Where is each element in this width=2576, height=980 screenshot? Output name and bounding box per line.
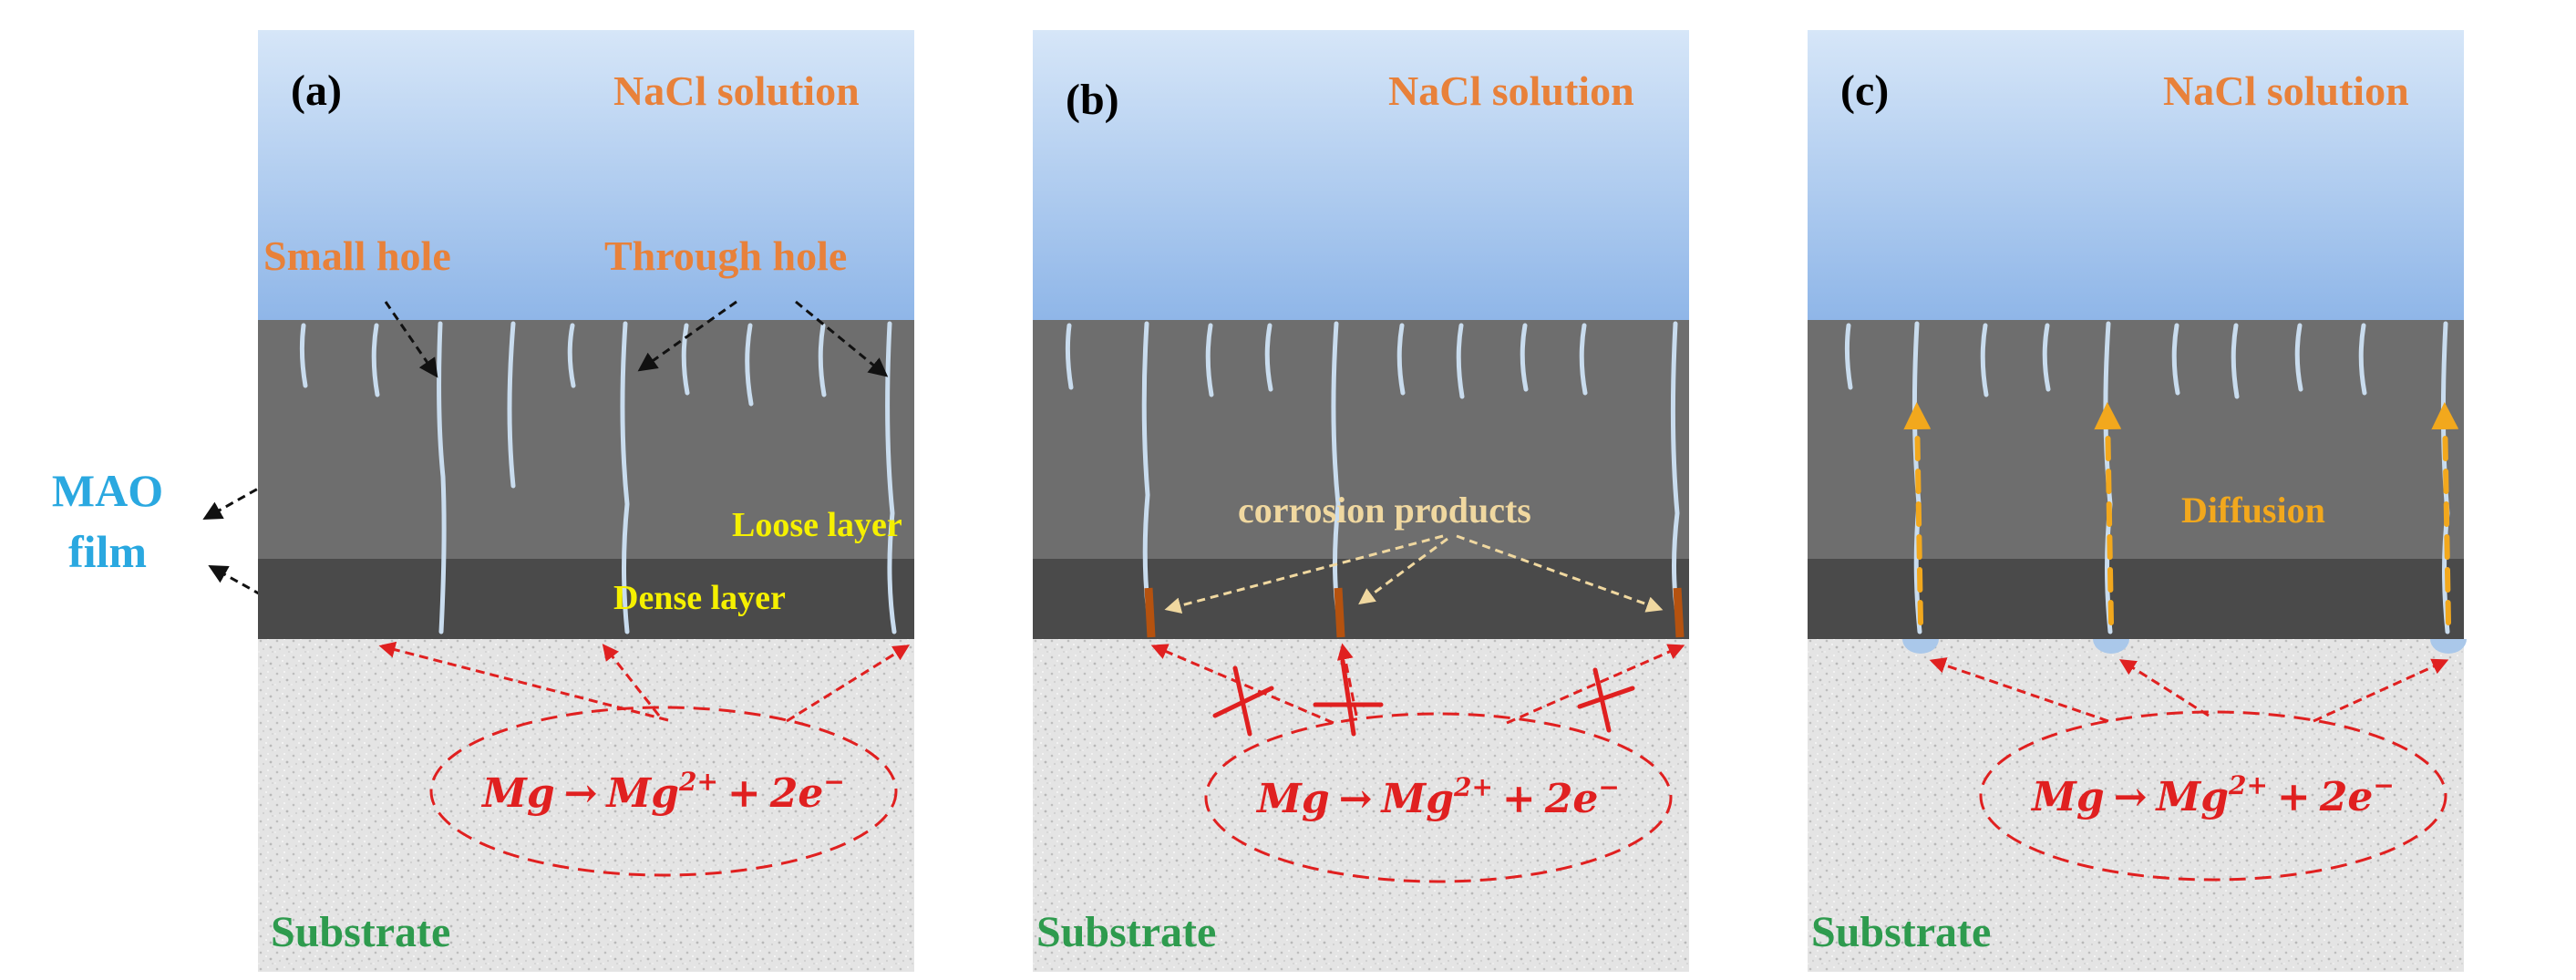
- reaction-equation: Mg→Mg2++2e−: [480, 767, 845, 817]
- small-hole-label: Small hole: [263, 232, 451, 279]
- mao-pointer-dense: [208, 564, 274, 603]
- panel-a: (a) NaCl solution Small hole Through hol…: [258, 30, 914, 972]
- pores: [1065, 321, 1680, 616]
- panel-c: (c) NaCl solution Diffusion Mg→Mg2++2e− …: [1808, 30, 2467, 972]
- substrate-region: [1808, 639, 2464, 972]
- reaction-ellipse: [1204, 712, 1673, 883]
- mao-label-line1: MAO: [52, 465, 163, 516]
- panel-label: (a): [291, 67, 342, 115]
- corrosion-product-deposits: [1144, 587, 1685, 638]
- substrate-region: [258, 639, 914, 972]
- dense-layer-label: Dense layer: [613, 579, 786, 617]
- corrosion-pointers: [1164, 534, 1664, 614]
- dense-layer: [1033, 559, 1689, 639]
- dense-layer: [1808, 559, 2464, 639]
- solution-region: [1808, 30, 2464, 320]
- loose-layer: [1808, 320, 2464, 559]
- panel-label: (c): [1840, 67, 1889, 115]
- diffusion-arrows: [1903, 402, 2459, 625]
- panel-label: (b): [1066, 76, 1119, 124]
- panel-b: (b) NaCl solution corrosion products Mg→…: [1033, 30, 1689, 972]
- reaction-arrows: [1929, 657, 2449, 723]
- corrosion-products-label: corrosion products: [1238, 490, 1531, 531]
- substrate-label: Substrate: [271, 908, 450, 956]
- mao-label-line2: film: [68, 526, 147, 577]
- solution-label: NaCl solution: [1388, 67, 1634, 114]
- substrate-label: Substrate: [1036, 908, 1216, 956]
- mao-film-label: MAO film: [52, 465, 282, 603]
- through-hole-pointer-1: [637, 300, 737, 372]
- reaction-ellipse: [1979, 710, 2447, 882]
- reaction-equation: Mg→Mg2++2e−: [1255, 772, 1620, 822]
- substrate-label: Substrate: [1811, 908, 1991, 956]
- corrosion-dissolution-bumps: [1902, 639, 2467, 654]
- block-crosses: [1212, 658, 1635, 737]
- loose-layer-label: Loose layer: [732, 506, 902, 544]
- through-hole-label: Through hole: [604, 232, 847, 279]
- blocked-reaction-arrows: [1150, 643, 1685, 725]
- diffusion-label: Diffusion: [2181, 490, 2325, 531]
- substrate-region: [1033, 639, 1689, 972]
- small-hole-pointer: [384, 301, 438, 378]
- through-hole-pointer-2: [795, 300, 889, 377]
- loose-layer: [258, 320, 914, 559]
- pores: [299, 321, 897, 634]
- reaction-ellipse: [429, 706, 898, 877]
- solution-region: [1033, 30, 1689, 320]
- solution-region: [258, 30, 914, 320]
- solution-label: NaCl solution: [2163, 67, 2409, 114]
- dense-layer: [258, 559, 914, 639]
- solution-label: NaCl solution: [613, 67, 860, 114]
- reaction-equation: Mg→Mg2++2e−: [2030, 770, 2395, 820]
